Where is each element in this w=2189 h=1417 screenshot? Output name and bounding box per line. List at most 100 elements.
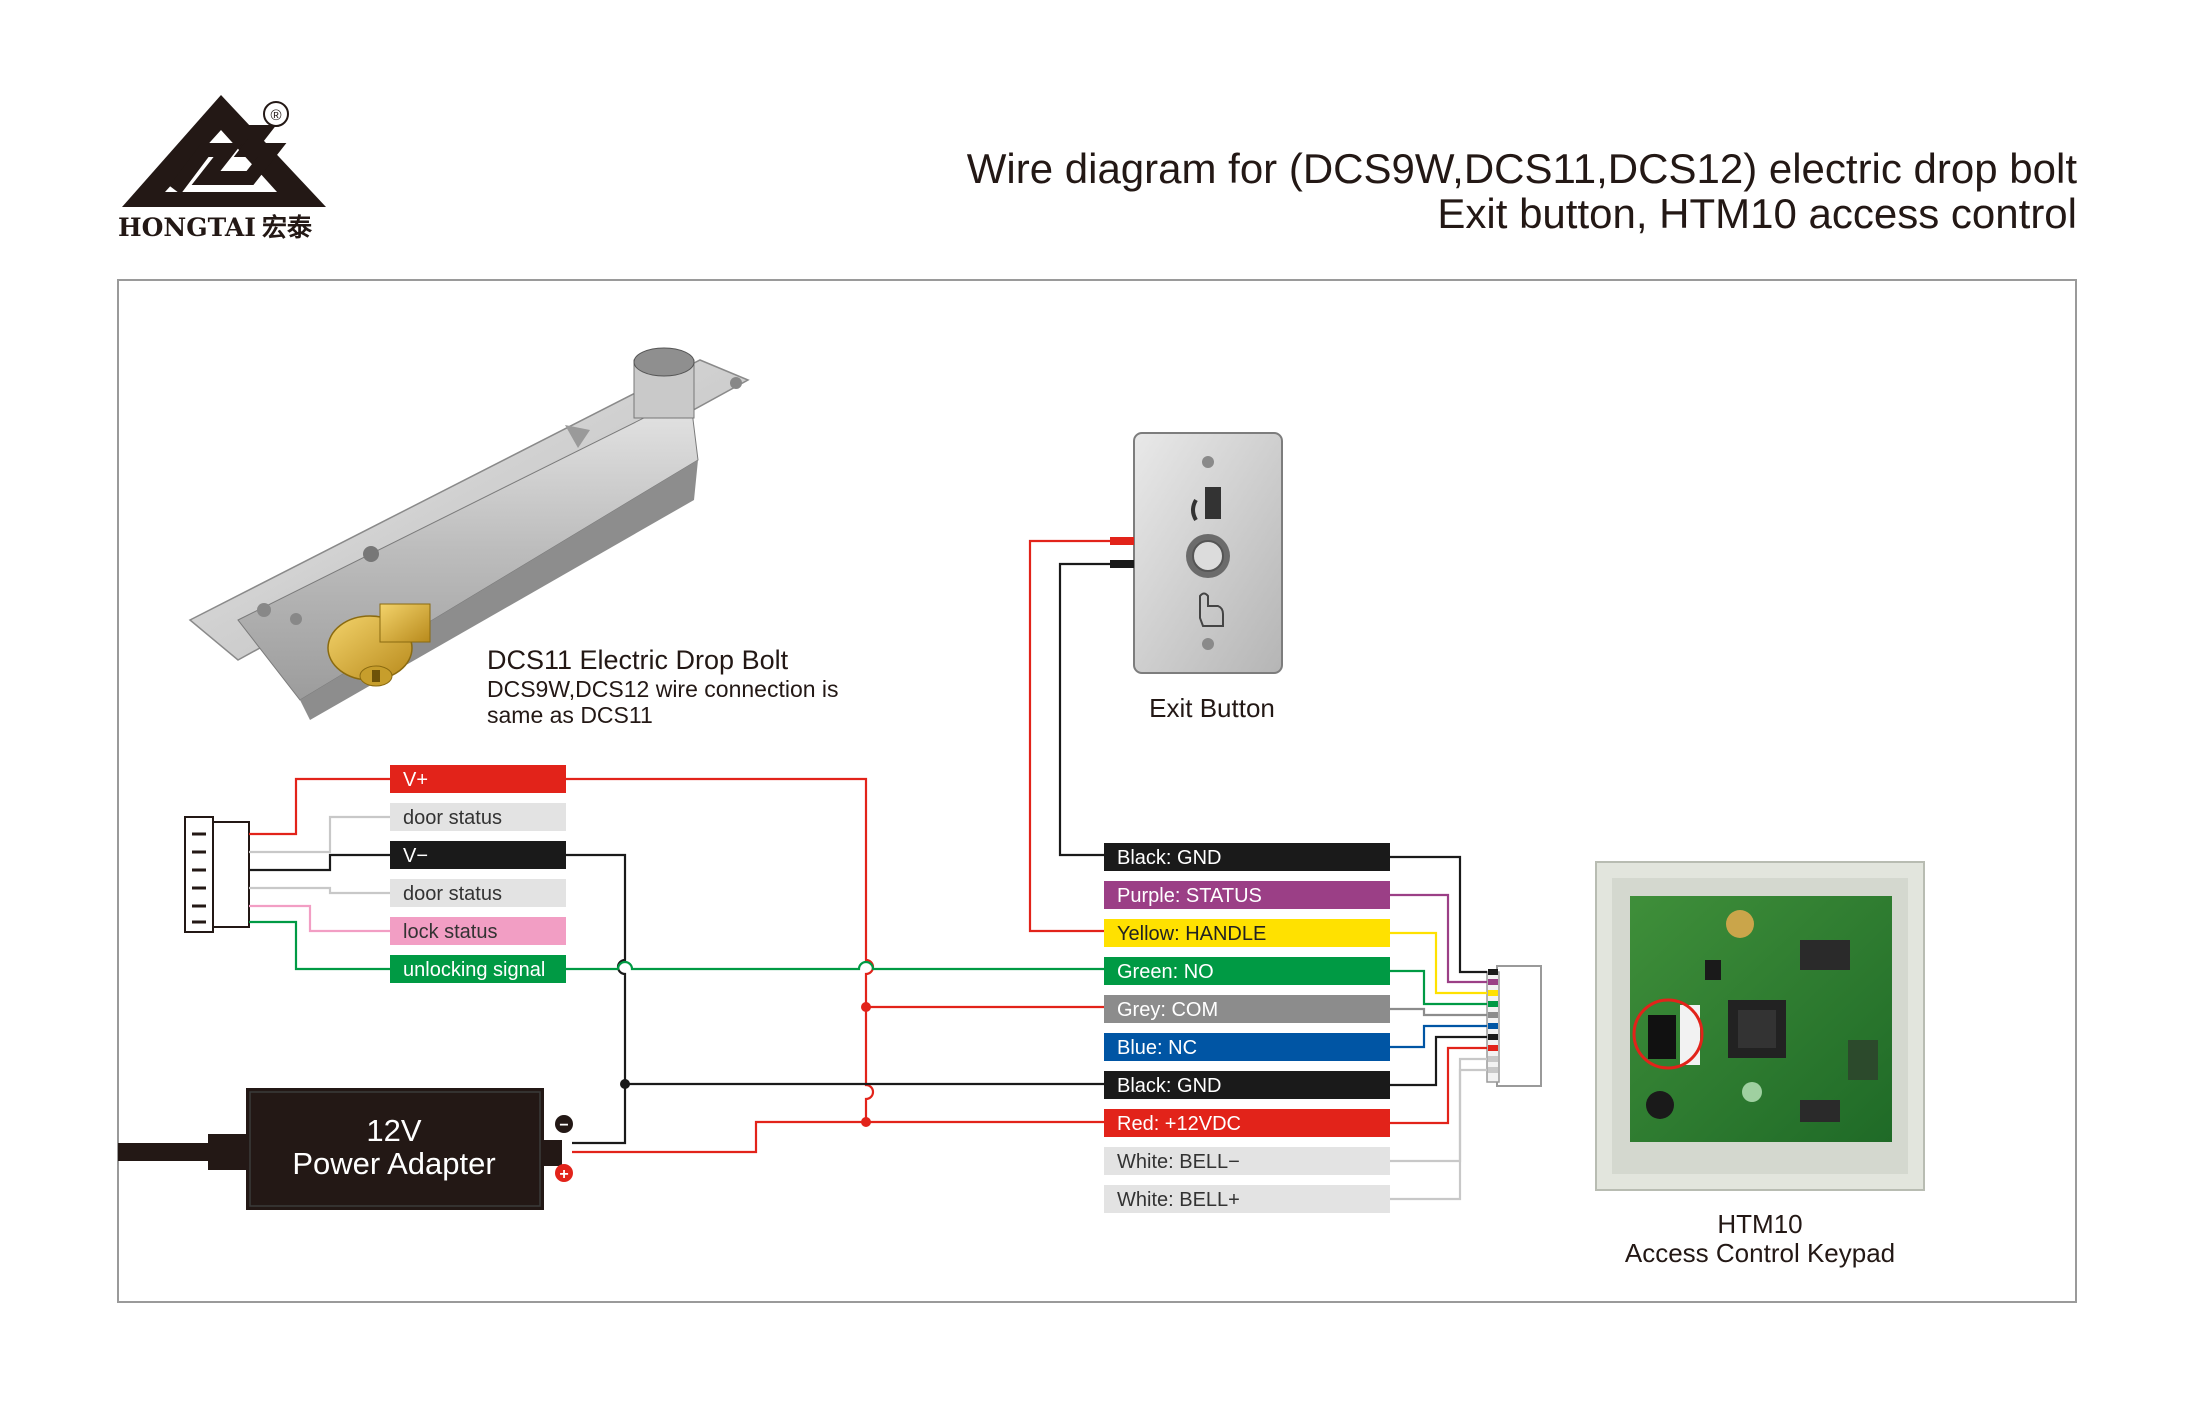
wire-label: Purple: STATUS: [1117, 885, 1262, 907]
wire-label: Yellow: HANDLE: [1117, 923, 1266, 945]
wire-color-bar: [1104, 919, 1390, 947]
wire-color-bar: [1104, 1185, 1390, 1213]
junction-dot: [620, 1079, 630, 1089]
wire: [249, 777, 390, 836]
keypad-wire-2: Yellow: HANDLE: [1104, 919, 1390, 947]
drop-bolt-wire-2: V−: [390, 841, 566, 869]
wire-color-bar: [1104, 1109, 1390, 1137]
wire: [566, 960, 1104, 971]
wire-color-bar: [390, 917, 566, 945]
exit-button-black-lead: [1110, 560, 1134, 568]
wiring: [249, 537, 1498, 1201]
drop-bolt-wire-0: V+: [390, 765, 566, 793]
keypad-wire-lead: [1390, 1007, 1487, 1017]
power-adapter-line2: Power Adapter: [292, 1146, 495, 1181]
hongtai-logo: ® HONGTAI 宏泰: [118, 95, 326, 242]
diagram-frame: [117, 279, 2077, 1303]
wire: [249, 920, 390, 971]
wire-color-bar: [390, 879, 566, 907]
wire-color-bar: [390, 955, 566, 983]
keypad-wire-lead: [1390, 893, 1487, 984]
keypad-wire-lead: [1390, 1024, 1487, 1049]
wire-label: unlocking signal: [403, 959, 545, 981]
wire-label: Black: GND: [1117, 1075, 1221, 1097]
wire: [249, 815, 390, 854]
wire-label: Green: NO: [1117, 961, 1214, 983]
connector-pin: [1488, 1012, 1498, 1018]
exit-button-label: Exit Button: [1149, 693, 1275, 723]
wire-label: V+: [403, 769, 428, 791]
wire-label: door status: [403, 883, 502, 905]
wire-label: door status: [403, 807, 502, 829]
htm10-keypad-image: [1595, 861, 1925, 1191]
wire-color-bar: [1104, 1033, 1390, 1061]
connector-pin: [1488, 1056, 1498, 1062]
wire: [572, 1120, 1104, 1154]
keypad-wire-1: Purple: STATUS: [1104, 881, 1390, 909]
wire-color-bar: [390, 765, 566, 793]
drop-bolt-note-line1: DCS9W,DCS12 wire connection is: [487, 676, 839, 702]
wire-color-bar: [1104, 881, 1390, 909]
connector-pin: [1488, 979, 1498, 985]
registered-mark: ®: [270, 107, 281, 124]
exit-button-image: [1133, 432, 1283, 674]
keypad-wire-0: Black: GND: [1104, 843, 1390, 871]
wire: [1058, 562, 1134, 857]
power-adapter-line1: 12V: [366, 1113, 421, 1148]
drop-bolt-wire-4: lock status: [390, 917, 566, 945]
drop-bolt-wire-1: door status: [390, 803, 566, 831]
wire-color-bar: [1104, 1147, 1390, 1175]
connector-pin: [1488, 1023, 1498, 1029]
keypad-wire-lead: [1390, 931, 1487, 995]
keypad-wire-lead: [1390, 1046, 1487, 1125]
adapter-negative-symbol: −: [559, 1117, 568, 1134]
keypad-wire-lead: [1390, 855, 1487, 974]
wire-color-bar: [390, 803, 566, 831]
keypad-wire-7: Red: +12VDC: [1104, 1109, 1390, 1137]
drop-bolt-wire-5: unlocking signal: [390, 955, 566, 983]
keypad-wire-9: White: BELL+: [1104, 1185, 1390, 1213]
wire: [1028, 539, 1134, 933]
keypad-wire-5: Blue: NC: [1104, 1033, 1390, 1061]
junction-dot: [861, 1117, 871, 1127]
drop-bolt-wire-3: door status: [390, 879, 566, 907]
brand-name: HONGTAI: [118, 213, 256, 242]
wire-label: V−: [403, 845, 428, 867]
adapter-positive-symbol: +: [559, 1166, 568, 1183]
keypad-connector: [1486, 965, 1542, 1087]
power-adapter: 12V Power Adapter − +: [118, 1088, 573, 1210]
wire-label: Grey: COM: [1117, 999, 1218, 1021]
keypad-wire-lead: [1390, 1057, 1487, 1163]
keypad-wire-3: Green: NO: [1104, 957, 1390, 985]
keypad-label-line1: HTM10: [1717, 1209, 1802, 1239]
wire: [249, 904, 390, 933]
keypad-wire-labels: Black: GND Purple: STATUS Yellow: HANDLE Gr…: [1104, 843, 1390, 1213]
diagram-title: Wire diagram for (DCS9W,DCS11,DCS12) ele…: [967, 145, 2078, 192]
connector-pin: [1488, 1034, 1498, 1040]
wire-label: White: BELL−: [1117, 1151, 1240, 1173]
wire-label: lock status: [403, 921, 497, 943]
keypad-wire-lead: [1390, 969, 1487, 1006]
connector-pin: [1488, 1001, 1498, 1007]
keypad-wire-lead: [1390, 1068, 1487, 1201]
keypad-label-line2: Access Control Keypad: [1625, 1238, 1895, 1268]
keypad-wire-lead: [1390, 1035, 1487, 1087]
wire-label: Blue: NC: [1117, 1037, 1197, 1059]
wire-color-bar: [1104, 995, 1390, 1023]
connector-pin: [1488, 1045, 1498, 1051]
keypad-wire-8: White: BELL−: [1104, 1147, 1390, 1175]
wire-color-bar: [1104, 843, 1390, 871]
wire-label: White: BELL+: [1117, 1189, 1240, 1211]
exit-button-red-lead: [1110, 537, 1134, 545]
wire-label: Red: +12VDC: [1117, 1113, 1241, 1135]
keypad-wire-4: Grey: COM: [1104, 995, 1390, 1023]
wire-color-bar: [390, 841, 566, 869]
drop-bolt-image: [188, 347, 750, 720]
connector-pin: [1488, 969, 1498, 975]
wire-label: Black: GND: [1117, 847, 1221, 869]
wire: [572, 1082, 1104, 1145]
wire: [249, 853, 390, 872]
drop-bolt-terminal-block: [184, 816, 250, 933]
diagram-subtitle: Exit button, HTM10 access control: [1437, 190, 2077, 237]
